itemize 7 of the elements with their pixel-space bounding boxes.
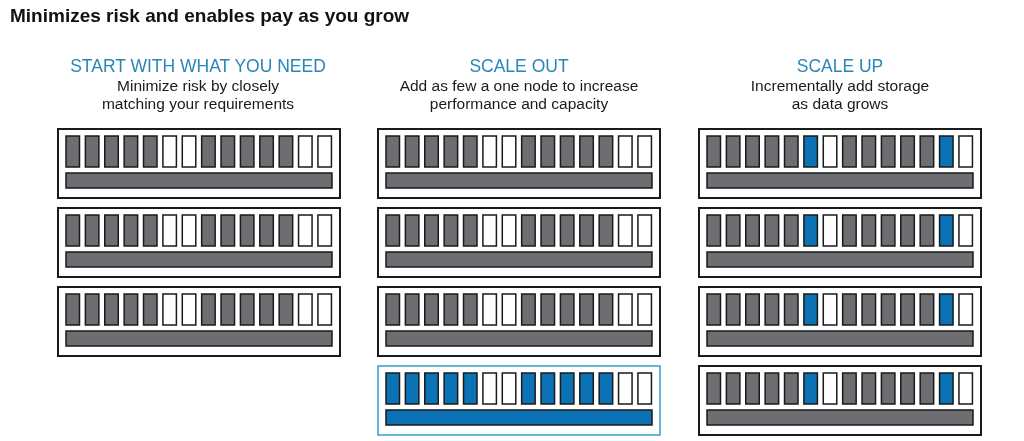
column-heading: START WITH WHAT YOU NEED [69,56,327,76]
column-heading: SCALE OUT [468,56,570,76]
column-description: Add as few a one node to increase performance and capacity [398,77,640,113]
title: Minimizes risk and enables pay as you grow [10,5,410,27]
column-heading: SCALE UP [795,56,885,76]
column-description: Incrementally add storage as data grows [749,77,931,113]
column-description: Minimize risk by closely matching your requirements [100,77,296,113]
